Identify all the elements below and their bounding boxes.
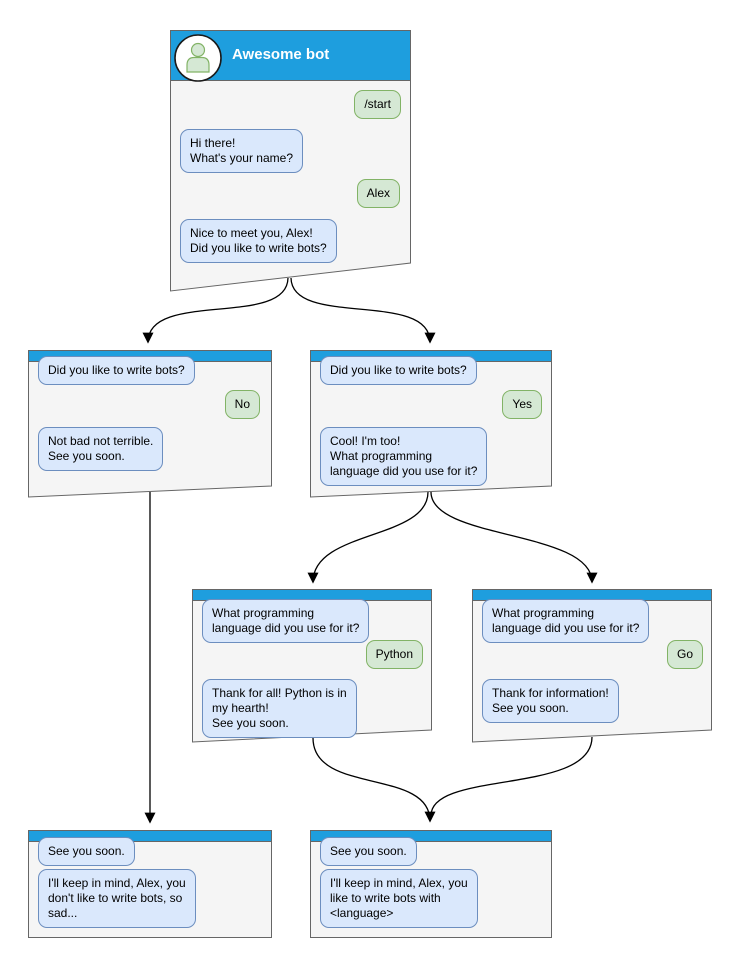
bot-message-bubble: Thank for all! Python is in my hearth! S… [202,679,357,738]
chat-window-no-branch: Did you like to write bots? No Not bad n… [28,350,272,498]
bot-avatar person-icon [174,34,222,82]
bot-message-bubble: Did you like to write bots? [320,356,477,385]
connector-python-to-end [312,737,436,823]
bot-message-bubble: Nice to meet you, Alex! Did you like to … [180,219,337,263]
bot-title: Awesome bot [232,46,330,63]
bot-message-bubble: Cool! I'm too! What programming language… [320,427,488,486]
bot-message-bubble: I'll keep in mind, Alex, you like to wri… [320,869,478,928]
user-message-bubble: Python [365,640,423,669]
chat-window-go-branch: What programming language did you use fo… [472,589,712,743]
user-message-bubble: Yes [502,390,542,419]
user-message-bubble: Go [666,640,703,669]
connector-yes-to-go [430,491,598,584]
bot-message-bubble: Hi there! What's your name? [180,129,304,173]
bot-message-bubble: Did you like to write bots? [38,356,195,385]
bot-message-bubble: Thank for information! See you soon. [482,679,619,723]
chat-window-end-no: See you soon. I'll keep in mind, Alex, y… [28,830,272,938]
user-message-bubble: Alex [356,179,400,208]
chat-window-yes-branch: Did you like to write bots? Yes Cool! I'… [310,350,552,498]
chat-window-end-language: See you soon. I'll keep in mind, Alex, y… [310,830,552,938]
window-titlebar: Awesome bot [170,30,411,82]
connector-main-to-no [142,277,289,344]
bot-message-bubble: See you soon. [38,837,135,866]
chat-window-python-branch: What programming language did you use fo… [192,589,432,743]
connector-go-to-end [430,736,593,817]
bot-message-bubble: I'll keep in mind, Alex, you don't like … [38,869,196,928]
user-message-bubble: No [224,390,260,419]
bot-message-bubble: See you soon. [320,837,417,866]
bot-message-bubble: Not bad not terrible. See you soon. [38,427,164,471]
chat-window-main: Awesome bot /start Hi there! What's your… [170,30,411,292]
user-message-bubble: /start [354,90,401,119]
bot-message-bubble: What programming language did you use fo… [482,599,650,643]
connector-yes-to-python [307,491,429,584]
connector-main-to-yes [290,277,436,344]
bot-message-bubble: What programming language did you use fo… [202,599,370,643]
